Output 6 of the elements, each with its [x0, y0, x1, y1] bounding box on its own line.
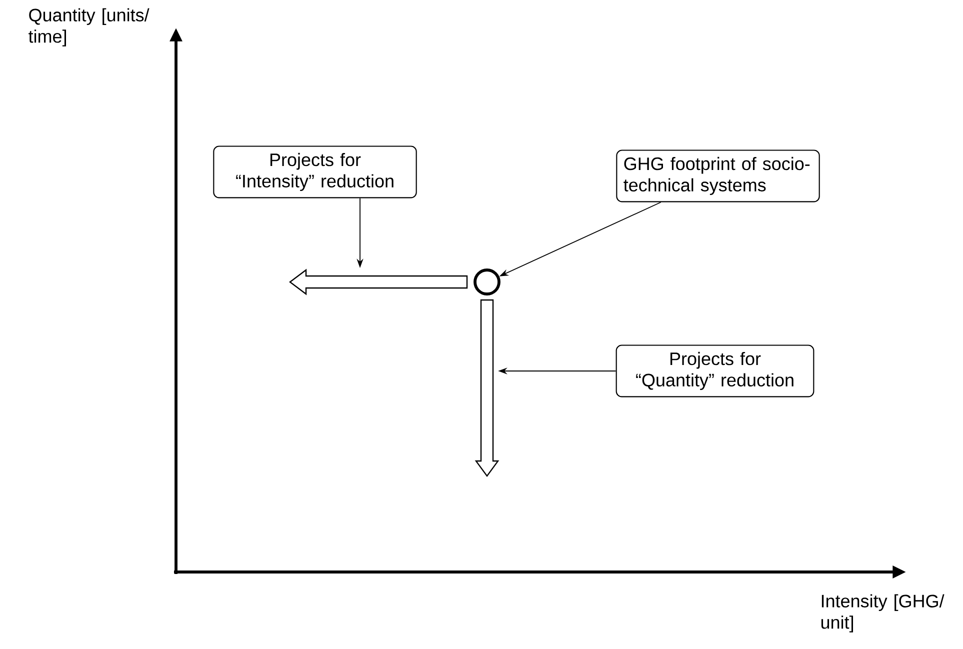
circle-marker [474, 268, 500, 296]
text-box: Projects for “Intensity” reduction [213, 146, 417, 198]
text-box: Projects for “Quantity” reduction [616, 344, 814, 398]
axis-label: Intensity [GHG/ unit] [821, 594, 944, 632]
axis-label: Quantity [units/ time] [28, 8, 150, 46]
text-box: GHG footprint of socio-technical systems [616, 150, 820, 202]
